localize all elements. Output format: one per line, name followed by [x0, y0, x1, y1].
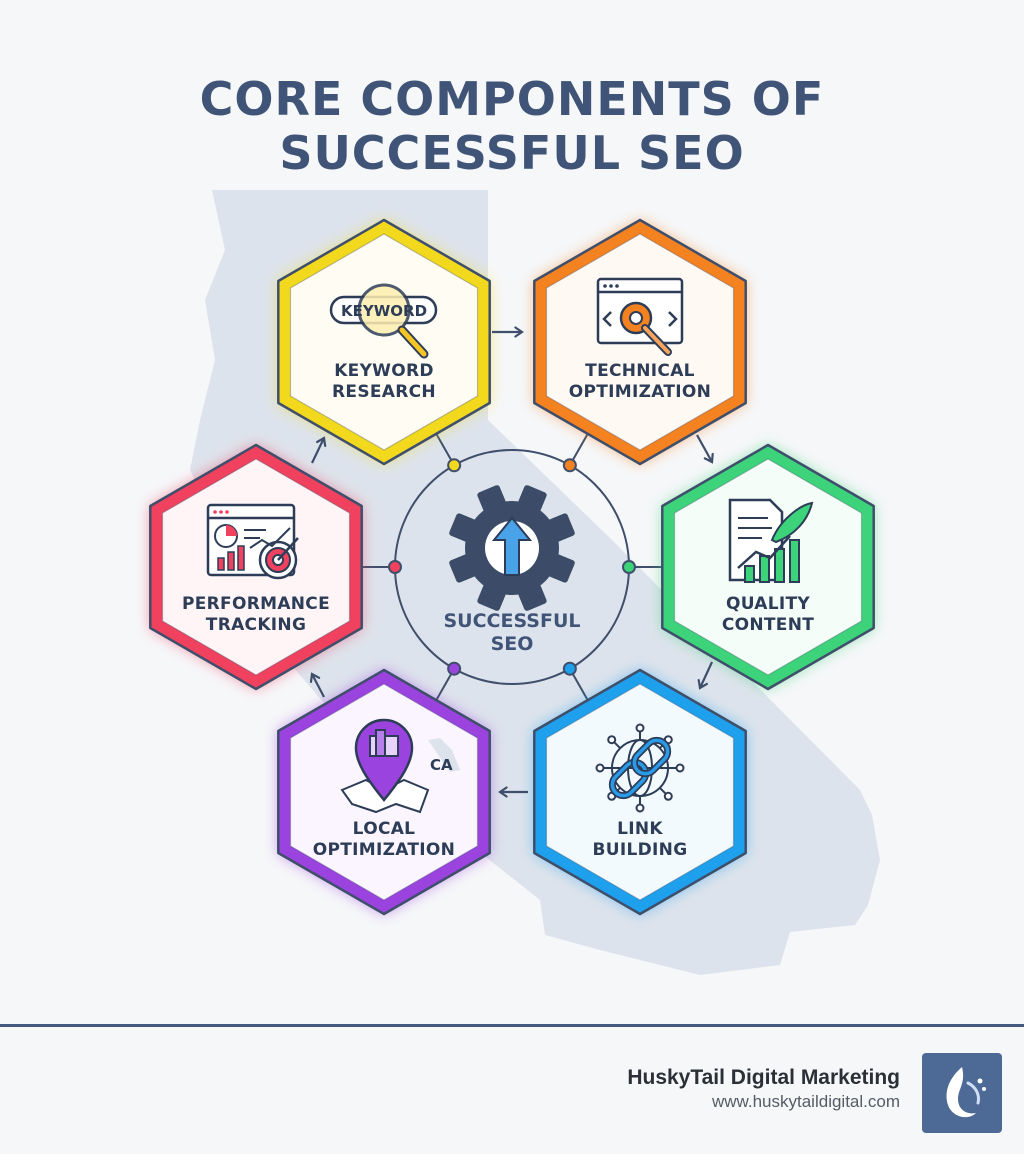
- document-feather-chart-icon: [728, 498, 814, 583]
- center-label-line-1: SUCCESSFUL: [443, 610, 581, 632]
- page-title-line-1: CORE COMPONENTS OF: [199, 72, 825, 126]
- gear-arrow-icon: [449, 485, 575, 611]
- connector-dot-link: [562, 661, 577, 676]
- center-label-line-2: SEO: [490, 633, 534, 655]
- link-building-line-2: BUILDING: [592, 840, 688, 860]
- hex-link: [533, 668, 747, 916]
- flow-arrow-icon: [498, 786, 528, 798]
- map-pin-icon: [340, 718, 460, 814]
- local-optimization-label: LOCAL OPTIMIZATION: [284, 819, 484, 861]
- flow-arrow-icon: [309, 672, 325, 698]
- flow-arrow-icon: [492, 326, 524, 338]
- magnifier-keyword-icon: KEYWORD: [329, 283, 438, 359]
- local-optimization-line-2: OPTIMIZATION: [312, 840, 456, 860]
- performance-tracking-line-1: PERFORMANCE: [181, 594, 330, 614]
- footer-website-url[interactable]: www.huskytaildigital.com: [711, 1092, 900, 1111]
- keyword-research-line-2: RESEARCH: [332, 382, 436, 402]
- technical-optimization-line-2: OPTIMIZATION: [568, 382, 712, 402]
- link-building-label: LINK BUILDING: [540, 819, 740, 861]
- ca-map-label: CA: [430, 756, 453, 774]
- quality-content-line-1: QUALITY: [725, 594, 811, 614]
- connector-dot-keyword: [447, 458, 462, 473]
- technical-optimization-label: TECHNICAL OPTIMIZATION: [540, 361, 740, 403]
- footer-company-name: HuskyTail Digital Marketing: [627, 1066, 900, 1089]
- keyword-icon-text: KEYWORD: [341, 302, 427, 320]
- link-building-line-1: LINK: [617, 819, 663, 839]
- keyword-research-label: KEYWORD RESEARCH: [284, 361, 484, 403]
- page-title-line-2: SUCCESSFUL SEO: [279, 126, 745, 180]
- footer-divider: [0, 1024, 1024, 1027]
- browser-gear-wrench-icon: [596, 277, 684, 356]
- performance-tracking-label: PERFORMANCE TRACKING: [156, 594, 356, 636]
- quality-content-label: QUALITY CONTENT: [668, 594, 868, 636]
- center-label: SUCCESSFUL SEO: [412, 610, 612, 656]
- husky-logo-icon: [922, 1053, 1002, 1133]
- technical-optimization-line-1: TECHNICAL: [585, 361, 695, 381]
- flow-arrow-icon: [696, 434, 714, 464]
- flow-arrow-icon: [311, 436, 327, 464]
- flow-arrow-icon: [697, 661, 713, 690]
- performance-tracking-line-2: TRACKING: [205, 615, 307, 635]
- connector-dot-performance: [388, 560, 402, 574]
- connector-dot-technical: [562, 458, 577, 473]
- connector-dot-content: [622, 560, 636, 574]
- local-optimization-line-1: LOCAL: [352, 819, 416, 839]
- hex-keyword: [277, 218, 491, 466]
- quality-content-line-2: CONTENT: [721, 615, 815, 635]
- chain-globe-network-icon: [595, 723, 685, 813]
- keyword-research-line-1: KEYWORD: [334, 361, 434, 381]
- connector-dot-local: [447, 661, 462, 676]
- dashboard-target-icon: [206, 503, 299, 580]
